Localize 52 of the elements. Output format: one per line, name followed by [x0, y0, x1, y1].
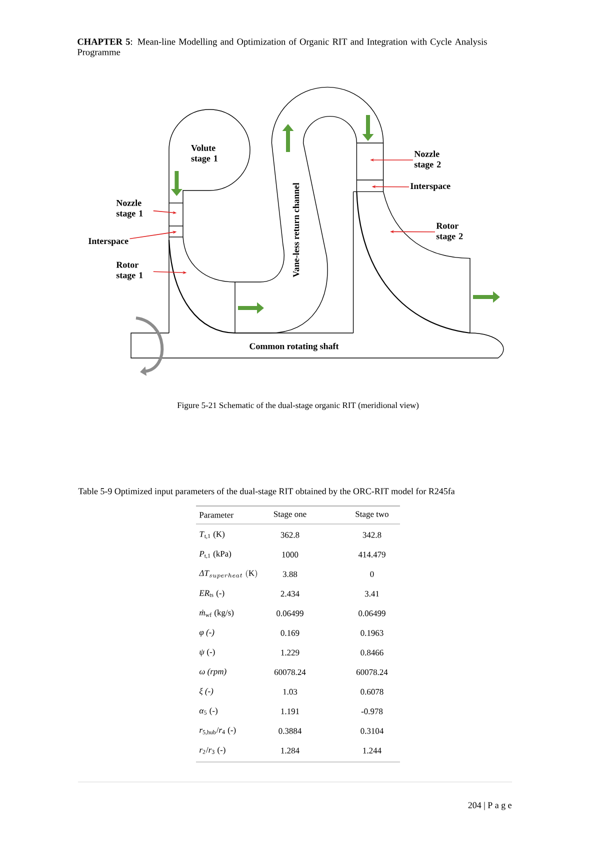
- parameter-label: ṁ$_{wf}$ (kg/s): [200, 610, 234, 618]
- parameter-label: T$_{t,1}$ (K): [200, 531, 224, 539]
- value-text: 3.41: [365, 590, 379, 597]
- value-text: -0.978: [361, 708, 383, 714]
- value-text: 0: [370, 571, 374, 578]
- part-label: Interspace: [88, 238, 128, 246]
- parameter-label: P$_{t,1}$ (kPa): [199, 550, 232, 559]
- parameter-label: $\mathit{ΔT}_{superheat}\ \mathrm{(K)}$: [198, 570, 258, 578]
- value-text: 0.169: [280, 630, 300, 636]
- channel-label: Vane-less return channel: [292, 182, 300, 278]
- column-header: Parameter: [199, 512, 234, 518]
- value-text: 2.434: [280, 590, 300, 597]
- value-text: 0.06499: [276, 610, 304, 616]
- value-text: 0.3884: [278, 728, 302, 734]
- value-text: 1.229: [281, 650, 300, 656]
- parameter-label: α$_{5}$ (-): [199, 708, 218, 716]
- column-header: Stage two: [356, 511, 388, 519]
- value-text: 3.88: [283, 571, 298, 578]
- column-header: Stage one: [274, 511, 306, 519]
- value-text: 342.8: [362, 532, 382, 538]
- value-text: 0.6078: [360, 688, 384, 695]
- figure-caption: Figure 5-21 Schematic of the dual-stage organic RIT (meridional view): [177, 402, 419, 410]
- part-label: Nozzle stage 1: [116, 200, 143, 218]
- value-text: 1.03: [283, 688, 298, 695]
- parameter-label: φ (-): [199, 629, 214, 637]
- parameter-label: r$_{5,hub}$/r$_{4}$ (-): [200, 726, 236, 736]
- parameter-label: r$_{2}$/r$_{3}$ (-): [200, 746, 226, 754]
- value-text: 1.244: [363, 748, 382, 754]
- value-text: 1.284: [281, 748, 300, 754]
- parameter-label: ω (rpm): [199, 668, 226, 676]
- value-text: 362.8: [280, 532, 300, 538]
- part-label: Rotor stage 1: [116, 262, 143, 280]
- value-text: 0.1963: [360, 630, 384, 636]
- page-header: CHAPTER 5: Mean-line Modelling and Optimization of Organic RIT and Integration with Cycle Analysis Programme: [77, 38, 487, 58]
- parameter-label: ξ (-): [200, 688, 214, 696]
- value-text: 0.06499: [358, 610, 386, 616]
- value-text: 1.191: [281, 708, 299, 714]
- value-text: 0.3104: [360, 728, 384, 734]
- table-caption: Table 5-9 Optimized input parameters of the dual-stage RIT obtained by the ORC-RIT model for R245fa: [78, 488, 455, 496]
- shaft-label: Common rotating shaft: [250, 342, 339, 352]
- page-number: 204 | P a g e: [468, 802, 512, 810]
- part-label: Rotor stage 2: [436, 222, 463, 242]
- value-text: 60078.24: [356, 669, 388, 676]
- parameter-label: ψ (-): [200, 648, 215, 656]
- value-text: 60078.24: [274, 669, 306, 676]
- value-text: 1000: [282, 552, 298, 558]
- part-label: Volute stage 1: [191, 144, 218, 164]
- parameter-label: ER$_{ts}$ (-): [199, 590, 224, 598]
- value-text: 414.479: [358, 552, 386, 558]
- part-label: Interspace: [410, 183, 450, 191]
- value-text: 0.8466: [360, 650, 384, 656]
- part-label: Nozzle stage 2: [414, 150, 441, 170]
